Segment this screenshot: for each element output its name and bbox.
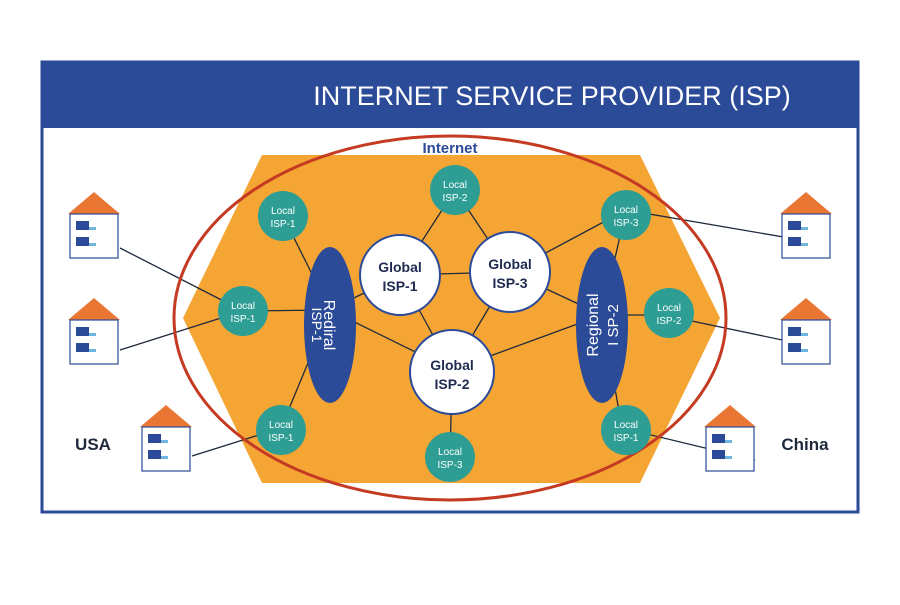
regional-isp-line1: Rediral bbox=[320, 300, 337, 351]
global-isp-line2: ISP-2 bbox=[434, 376, 469, 392]
region-label-usa: USA bbox=[75, 435, 111, 454]
global-isp-line2: ISP-3 bbox=[492, 275, 527, 291]
local-isp-left-2: Local ISP-1 bbox=[218, 286, 268, 336]
regional-isp-2: Regional I SP-2 bbox=[576, 247, 628, 403]
local-isp-left-3: Local ISP-1 bbox=[256, 405, 306, 455]
global-isp-2: Global ISP-2 bbox=[409, 329, 495, 415]
regional-isp-line2: I SP-2 bbox=[605, 304, 622, 346]
local-isp-line2: ISP-1 bbox=[613, 433, 638, 444]
global-isp-line1: Global bbox=[430, 357, 474, 373]
local-isp-line1: Local bbox=[269, 420, 293, 431]
regional-isp-line1: Regional bbox=[585, 293, 602, 356]
local-isp-right-2: Local ISP-2 bbox=[644, 288, 694, 338]
local-isp-line2: ISP-1 bbox=[270, 219, 295, 230]
internet-boundary bbox=[172, 134, 728, 502]
global-isp-line1: Global bbox=[488, 256, 532, 272]
local-isp-right-3: Local ISP-1 bbox=[601, 405, 651, 455]
region-label-china: China bbox=[781, 435, 829, 454]
local-isp-line1: Local bbox=[614, 420, 638, 431]
global-isp-line1: Global bbox=[378, 259, 422, 275]
page-title: INTERNET SERVICE PROVIDER (ISP) bbox=[313, 81, 791, 111]
local-isp-line2: ISP-3 bbox=[613, 218, 638, 229]
internet-hexagon bbox=[183, 155, 720, 483]
internet-label: Internet bbox=[422, 140, 477, 157]
local-isp-line1: Local bbox=[271, 206, 295, 217]
regional-isp-1: Rediral ISP-1 bbox=[304, 247, 356, 403]
local-isp-line2: ISP-2 bbox=[442, 193, 467, 204]
local-isp-left-1: Local ISP-1 bbox=[258, 191, 308, 241]
local-isp-bottom: Local ISP-3 bbox=[425, 432, 475, 482]
local-isp-line2: ISP-3 bbox=[437, 460, 462, 471]
global-isp-1: Global ISP-1 bbox=[359, 234, 441, 316]
local-isp-line1: Local bbox=[231, 301, 255, 312]
regional-isp-line2: ISP-1 bbox=[309, 307, 325, 342]
local-isp-line1: Local bbox=[443, 180, 467, 191]
local-isp-line2: ISP-2 bbox=[656, 316, 681, 327]
local-isp-right-1: Local ISP-3 bbox=[601, 190, 651, 240]
local-isp-line1: Local bbox=[614, 205, 638, 216]
global-isp-line2: ISP-1 bbox=[382, 278, 417, 294]
local-isp-line2: ISP-1 bbox=[268, 433, 293, 444]
local-isp-line1: Local bbox=[438, 447, 462, 458]
local-isp-top: Local ISP-2 bbox=[430, 165, 480, 215]
global-isp-3: Global ISP-3 bbox=[469, 231, 551, 313]
local-isp-line2: ISP-1 bbox=[230, 314, 255, 325]
local-isp-line1: Local bbox=[657, 303, 681, 314]
header-bar bbox=[42, 62, 858, 128]
